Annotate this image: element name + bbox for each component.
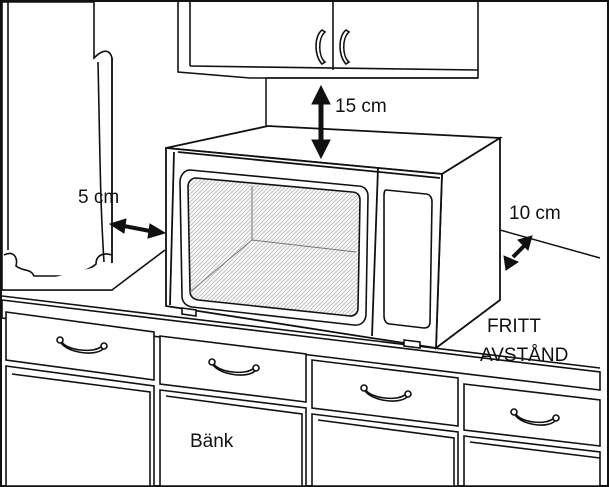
countertop [1, 249, 601, 391]
side-clearance-label: 5 cm [78, 187, 120, 208]
top-clearance-arrow [311, 84, 331, 160]
side-cabinet [1, 1, 113, 291]
side-clearance-arrow [108, 218, 167, 239]
cabinet-door-handle-left [315, 29, 327, 66]
microwave-control-panel [383, 189, 433, 329]
free-space-label-line2: AVSTÅND [480, 345, 569, 366]
free-space-label-line1: FRITT [487, 316, 541, 337]
counter-label: Bänk [190, 431, 234, 452]
upper-cabinet [177, 2, 479, 79]
drawer-handles [56, 336, 560, 426]
cabinet-door-handle-right [339, 29, 351, 66]
lower-cabinets [5, 365, 601, 487]
back-clearance-arrow [503, 235, 533, 271]
microwave-door-window [179, 169, 369, 326]
microwave-feet [181, 307, 421, 349]
drawer-row [5, 311, 601, 447]
top-clearance-label: 15 cm [335, 96, 387, 117]
back-clearance-label: 10 cm [509, 203, 561, 224]
